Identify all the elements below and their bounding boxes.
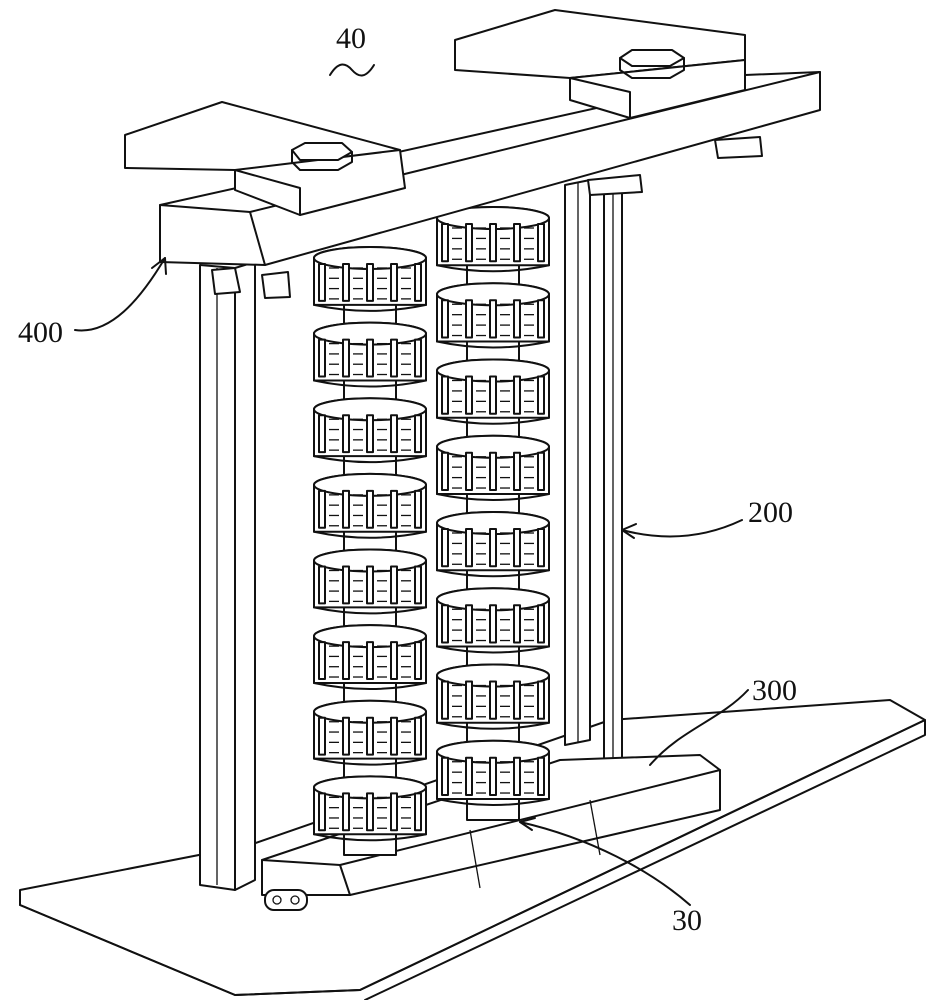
- roller-ring: [436, 587, 550, 654]
- roller-column-left: [313, 246, 427, 856]
- leader-lines: [74, 257, 749, 906]
- front-clamp: [124, 101, 406, 216]
- roller-ring: [436, 282, 550, 349]
- label-top-frame: 400: [18, 316, 63, 349]
- roller-ring: [313, 624, 427, 690]
- roller-ring: [313, 397, 427, 464]
- roller-ring: [436, 663, 550, 730]
- assembly-wave: [329, 63, 375, 77]
- roller-ring: [436, 358, 550, 425]
- label-roller-column: 30: [672, 904, 702, 937]
- left-post: [199, 261, 256, 891]
- rear-clamp: [454, 9, 746, 119]
- roller-ring: [313, 472, 427, 539]
- base-block: [261, 754, 721, 911]
- roller-ring: [436, 206, 550, 273]
- roller-column-right: [436, 206, 550, 821]
- roller-ring: [436, 511, 550, 578]
- roller-ring: [313, 775, 427, 842]
- label-base-block: 300: [752, 674, 797, 707]
- label-assembly: 40: [336, 22, 366, 55]
- roller-ring: [313, 246, 427, 312]
- roller-ring: [313, 699, 427, 766]
- label-guide-rod: 200: [748, 496, 793, 529]
- rear-post: [564, 179, 591, 746]
- roller-ring: [436, 739, 550, 806]
- roller-ring: [313, 321, 427, 388]
- roller-ring: [313, 548, 427, 615]
- roller-ring: [436, 434, 550, 501]
- guide-rod: [584, 187, 642, 786]
